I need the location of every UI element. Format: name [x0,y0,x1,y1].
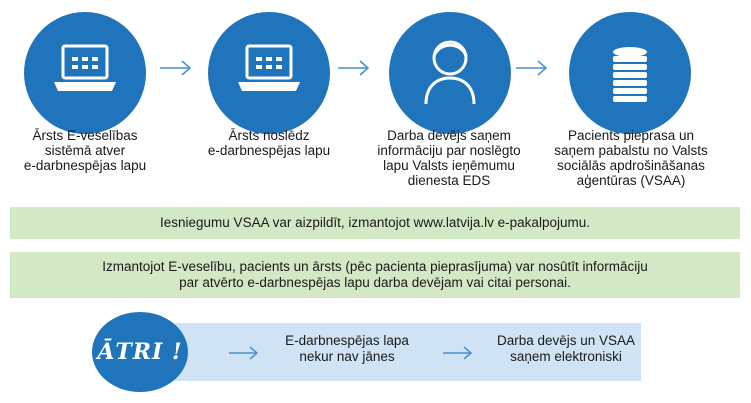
arrow-right-icon [338,60,370,76]
fast-badge: ĀTRI ! [92,312,188,392]
laptop-icon [238,44,300,91]
fast-band [117,323,641,381]
step-3-circle [389,12,511,134]
info-text-2: Izmantojot E-veselību, pacients un ārsts… [102,259,648,290]
laptop-icon [54,44,116,91]
info-band-1: Iesniegumu VSAA var aizpildīt, izmantojo… [10,207,740,239]
person-icon [424,40,476,105]
arrow-right-icon [443,346,473,360]
arrow-right-icon [160,60,192,76]
info-band-2: Izmantojot E-veselību, pacients un ārsts… [10,252,740,298]
arrow-right-icon [229,346,259,360]
info-text-1: Iesniegumu VSAA var aizpildīt, izmantojo… [160,215,590,230]
step-4-circle [569,12,691,134]
arrow-right-icon [516,60,548,76]
step-2-circle [208,12,330,134]
step-1-circle [24,12,146,134]
coins-icon [613,47,647,102]
